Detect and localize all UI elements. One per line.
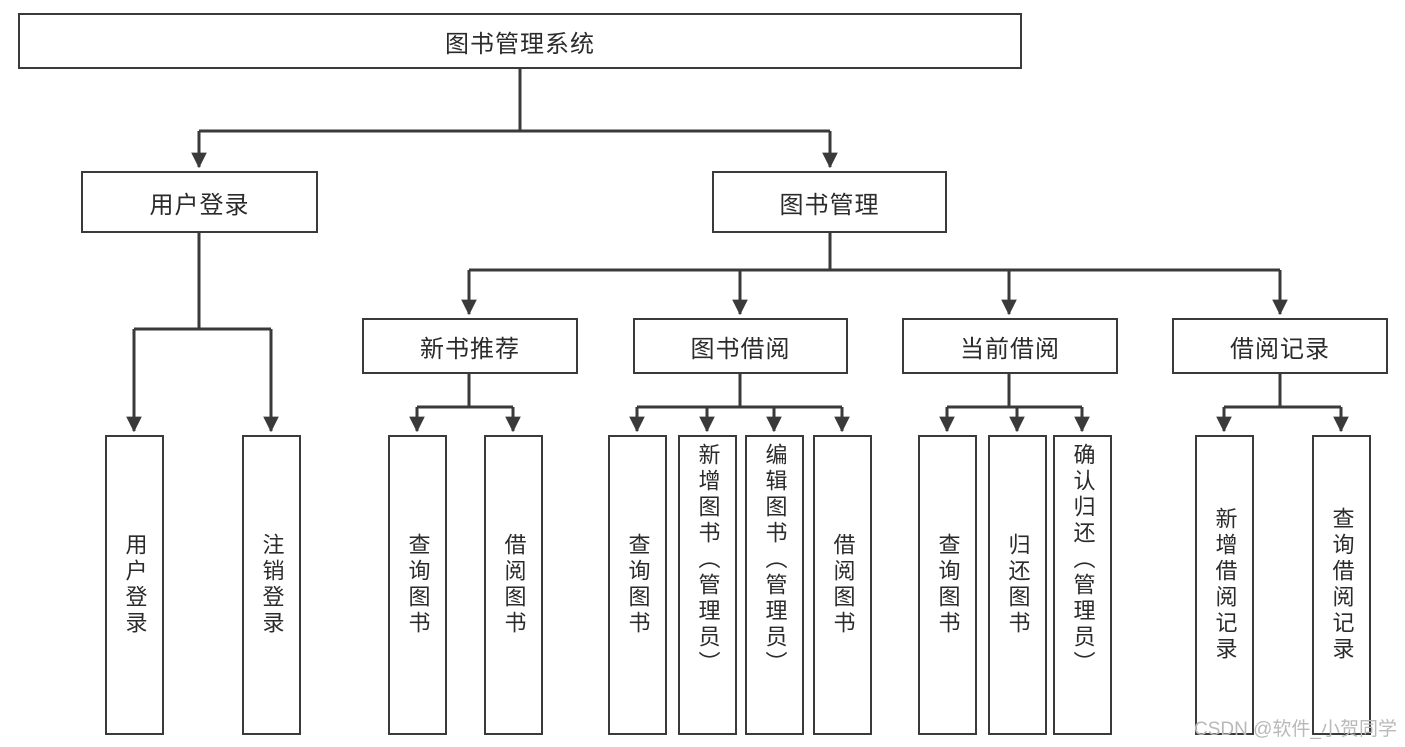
node-leaf-return-book-label: 归还图书 [1005,533,1031,637]
leaf-text-wrap: 编辑图书（管理员） [747,437,802,733]
leaf-text-wrap: 查询借阅记录 [1314,437,1369,733]
node-borrow-record-label: 借阅记录 [1230,335,1330,363]
node-leaf-borrow-book-1-label: 借阅图书 [501,533,527,637]
leaf-text-wrap: 注销登录 [244,437,299,733]
node-borrow-record[interactable]: 借阅记录 [1172,318,1388,374]
node-leaf-add-book-admin[interactable]: 新增图书（管理员） [678,435,737,735]
leaf-text-wrap: 借阅图书 [815,437,870,733]
node-leaf-query-book-2-label: 查询图书 [625,533,651,637]
node-leaf-add-borrow-record-label: 新增借阅记录 [1212,507,1238,663]
csdn-watermark: CSDN @软件_小贺同学 [1194,719,1397,740]
node-book-borrow[interactable]: 图书借阅 [633,318,848,374]
node-leaf-edit-book-admin[interactable]: 编辑图书（管理员） [745,435,804,735]
leaf-text-wrap: 借阅图书 [486,437,541,733]
node-leaf-query-book-1-label: 查询图书 [405,533,431,637]
leaf-text-wrap: 确认归还（管理员） [1055,437,1110,733]
node-current-borrow-label: 当前借阅 [960,335,1060,363]
node-leaf-query-book-1[interactable]: 查询图书 [388,435,447,735]
node-leaf-query-borrow-record[interactable]: 查询借阅记录 [1312,435,1371,735]
node-leaf-query-borrow-record-label: 查询借阅记录 [1329,507,1355,663]
node-book-manage-label: 图书管理 [779,191,880,219]
node-leaf-borrow-book-2[interactable]: 借阅图书 [813,435,872,735]
node-leaf-query-book-3[interactable]: 查询图书 [918,435,977,735]
node-leaf-logout-login-label: 注销登录 [259,533,285,637]
node-new-book-recommend[interactable]: 新书推荐 [362,318,578,374]
node-user-login[interactable]: 用户登录 [81,171,318,233]
node-leaf-add-borrow-record[interactable]: 新增借阅记录 [1195,435,1254,735]
node-leaf-confirm-return-admin[interactable]: 确认归还（管理员） [1053,435,1112,735]
node-new-book-recommend-label: 新书推荐 [420,335,520,363]
node-leaf-borrow-book-2-label: 借阅图书 [830,533,856,637]
node-root-label: 图书管理系统 [445,30,595,58]
node-leaf-confirm-return-admin-label: 确认归还（管理员） [1070,443,1096,677]
node-leaf-user-login[interactable]: 用户登录 [105,435,164,735]
node-root[interactable]: 图书管理系统 [18,13,1022,69]
node-book-manage[interactable]: 图书管理 [712,171,947,233]
node-leaf-query-book-3-label: 查询图书 [935,533,961,637]
node-leaf-borrow-book-1[interactable]: 借阅图书 [484,435,543,735]
node-leaf-return-book[interactable]: 归还图书 [988,435,1047,735]
leaf-text-wrap: 用户登录 [107,437,162,733]
node-leaf-edit-book-admin-label: 编辑图书（管理员） [762,443,788,677]
leaf-text-wrap: 查询图书 [390,437,445,733]
node-user-login-label: 用户登录 [149,191,250,219]
node-leaf-logout-login[interactable]: 注销登录 [242,435,301,735]
node-leaf-add-book-admin-label: 新增图书（管理员） [695,443,721,677]
leaf-text-wrap: 归还图书 [990,437,1045,733]
node-book-borrow-label: 图书借阅 [690,335,791,363]
node-leaf-query-book-2[interactable]: 查询图书 [608,435,667,735]
leaf-text-wrap: 查询图书 [920,437,975,733]
node-current-borrow[interactable]: 当前借阅 [902,318,1118,374]
leaf-text-wrap: 新增借阅记录 [1197,437,1252,733]
leaf-text-wrap: 新增图书（管理员） [680,437,735,733]
node-leaf-user-login-label: 用户登录 [122,533,148,637]
leaf-text-wrap: 查询图书 [610,437,665,733]
